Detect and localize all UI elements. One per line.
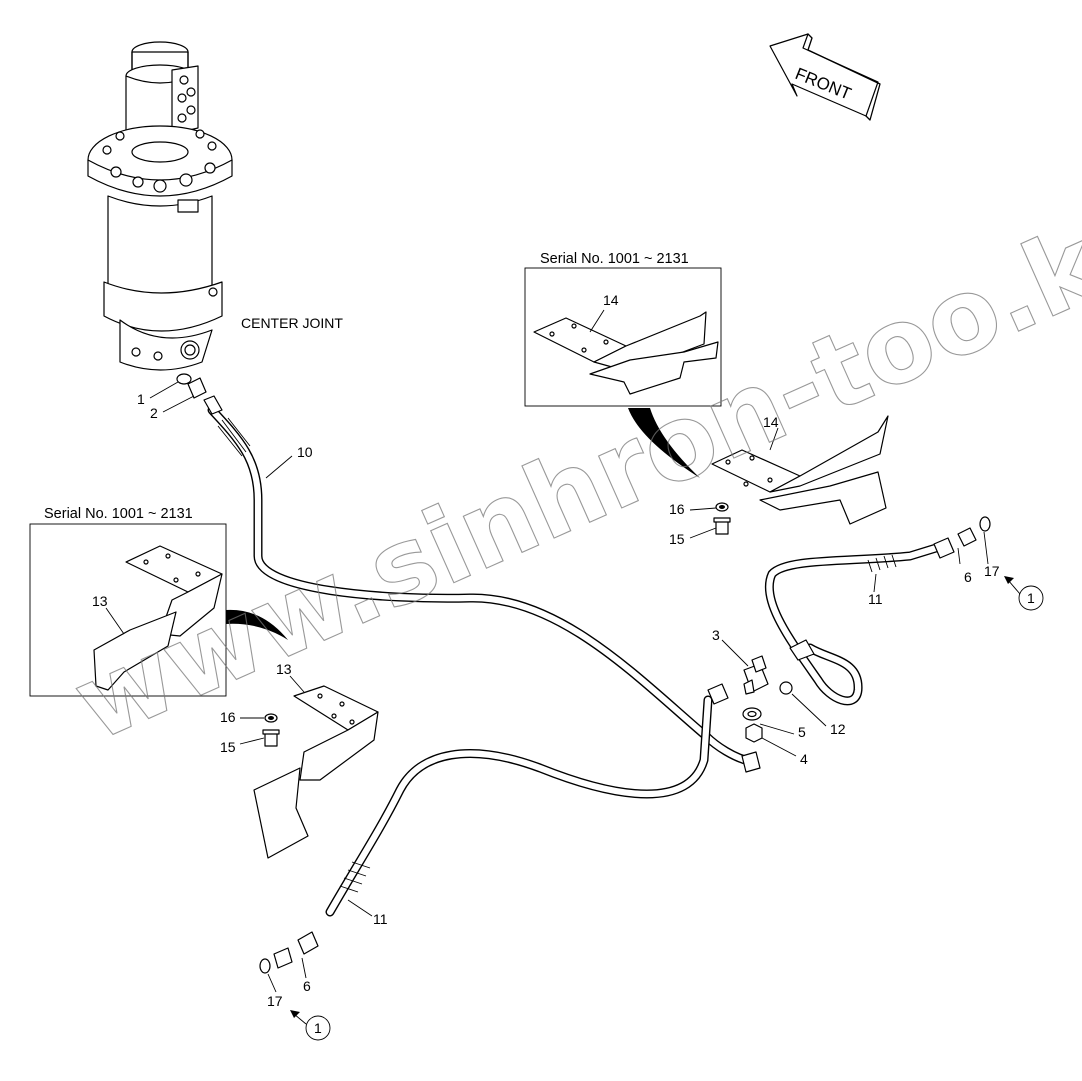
callout-3: 3 (712, 627, 720, 643)
fitting-nut-4 (745, 723, 763, 743)
fitting-o-ring-1 (176, 373, 192, 385)
fitting-tee-3 (743, 655, 769, 695)
detail-left-title: Serial No. 1001 ~ 2131 (44, 506, 193, 522)
callout-leaders (105, 309, 1021, 1025)
hose-11-upper (764, 543, 941, 706)
callout-1: 1 (137, 391, 145, 407)
callout-13-detail: 13 (92, 593, 108, 609)
front-arrow-icon: FRONT (769, 33, 881, 121)
bolt-15-left (262, 729, 280, 747)
callout-4: 4 (800, 751, 808, 767)
callout-2: 2 (150, 405, 158, 421)
fitting-plug-12 (779, 681, 793, 695)
washer-16-right (715, 502, 729, 512)
callout-16-left: 16 (220, 709, 236, 725)
fitting-adapter-6-right (933, 516, 991, 559)
ref-1-right: 1 (1027, 590, 1035, 606)
callout-5: 5 (798, 724, 806, 740)
ref-circle-left: 1 (305, 1015, 331, 1041)
bracket-14-main (711, 415, 889, 525)
bolt-15-right (713, 517, 731, 535)
callout-11-left: 11 (373, 911, 388, 927)
callout-17-right: 17 (984, 563, 1000, 579)
ref-1-left: 1 (314, 1020, 322, 1036)
washer-16-left (264, 713, 278, 723)
fitting-washer-5 (742, 707, 762, 721)
fitting-elbow-connectors (707, 639, 815, 773)
hose-11-lower (325, 695, 713, 917)
fitting-adapter-2 (187, 377, 223, 415)
callout-14-detail: 14 (603, 292, 619, 308)
ref-circle-right: 1 (1018, 585, 1044, 611)
detail-box-left: Serial No. 1001 ~ 2131 (29, 506, 288, 697)
detail-right-title: Serial No. 1001 ~ 2131 (540, 251, 689, 267)
callout-14-main: 14 (763, 414, 779, 430)
center-joint-label: CENTER JOINT (241, 315, 343, 331)
callout-15-right: 15 (669, 531, 685, 547)
callout-6-left: 6 (303, 978, 311, 994)
callout-15-left: 15 (220, 739, 236, 755)
callout-16-right: 16 (669, 501, 685, 517)
detail-box-right: Serial No. 1001 ~ 2131 (524, 251, 722, 478)
callout-10: 10 (297, 444, 313, 460)
callout-17-left: 17 (267, 993, 283, 1009)
callout-11-right: 11 (868, 591, 883, 607)
callout-13-main: 13 (276, 661, 292, 677)
fitting-adapter-6-left (259, 931, 319, 974)
bracket-13-main (253, 685, 379, 859)
center-joint-drawing (87, 41, 233, 371)
callout-12: 12 (830, 721, 846, 737)
callout-6-right: 6 (964, 569, 972, 585)
